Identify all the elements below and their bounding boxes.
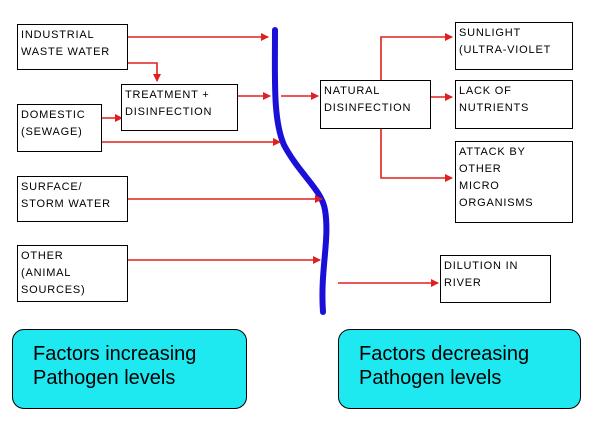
caption-factors-increasing: Factors increasing Pathogen levels	[12, 329, 247, 409]
arrow-industrial-to-treatment	[123, 62, 161, 82]
arrow-natural-to-sunlight	[380, 33, 453, 80]
box-industrial-waste-water: INDUSTRIAL WASTE WATER	[17, 24, 128, 70]
box-surface-storm-water: SURFACE/ STORM WATER	[17, 176, 128, 222]
box-domestic-sewage: DOMESTIC (SEWAGE)	[17, 104, 102, 152]
box-treatment-disinfection: TREATMENT + DISINFECTION	[121, 84, 238, 131]
box-attack-by-other-micro-organisms: ATTACK BY OTHER MICRO ORGANISMS	[455, 141, 573, 223]
box-sunlight-uv: SUNLIGHT (ULTRA-VIOLET	[455, 22, 573, 70]
river	[271, 27, 330, 315]
arrow-natural-to-attack	[380, 129, 453, 182]
caption-factors-decreasing: Factors decreasing Pathogen levels	[338, 329, 581, 409]
box-other-animal-sources: OTHER (ANIMAL SOURCES)	[17, 245, 128, 302]
box-natural-disinfection: NATURAL DISINFECTION	[320, 80, 431, 129]
box-lack-of-nutrients: LACK OF NUTRIENTS	[455, 80, 573, 129]
box-dilution-in-river: DILUTION IN RIVER	[440, 255, 551, 303]
